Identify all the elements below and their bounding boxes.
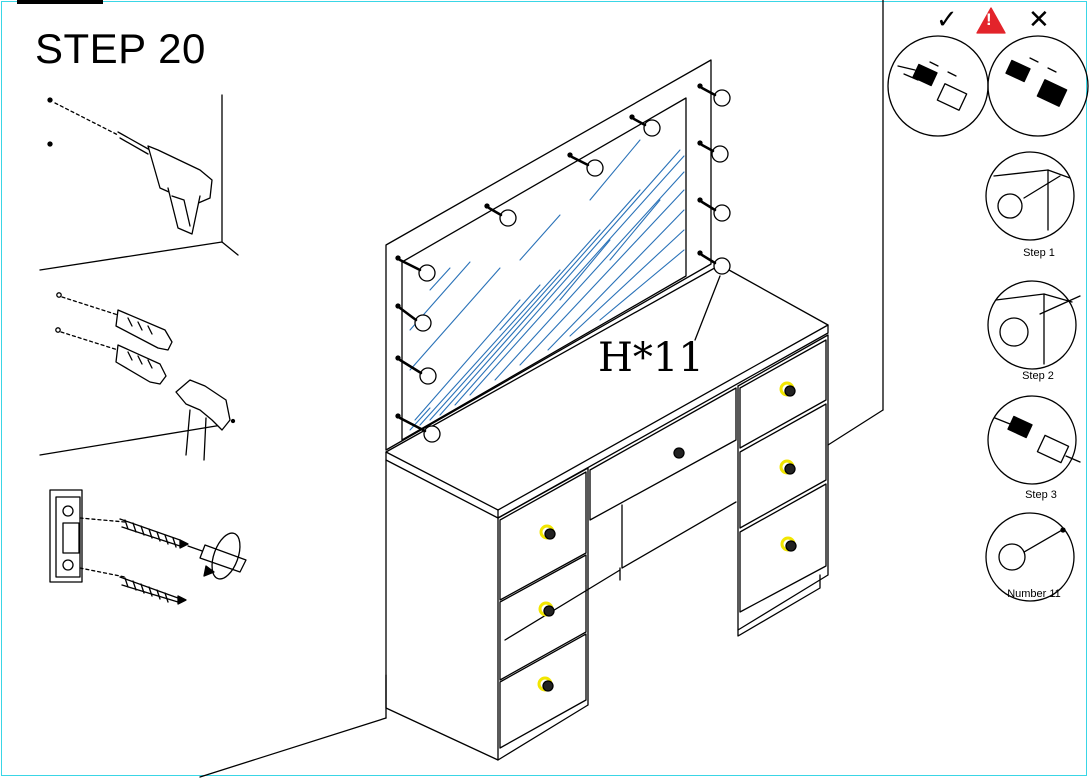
check-icon: ✓ xyxy=(936,4,958,34)
step-title: STEP 20 xyxy=(35,25,206,72)
cross-icon: ✕ xyxy=(1028,4,1050,34)
corner-tab xyxy=(17,0,103,4)
legend-panel xyxy=(887,35,1089,602)
warning-icon-mark: ! xyxy=(986,10,992,29)
callout-label: H*11 xyxy=(598,335,704,381)
inset-caption-step3: Step 3 xyxy=(1025,489,1057,501)
drawer-knobs xyxy=(537,381,797,692)
wall-anchor-icon xyxy=(39,292,223,456)
drill-icon xyxy=(39,94,239,271)
bulb-leads xyxy=(398,86,717,433)
hammer-icon xyxy=(175,379,236,461)
knob xyxy=(779,381,796,397)
inset-caption-step1: Step 1 xyxy=(1023,247,1055,259)
step2-inset xyxy=(987,280,1081,370)
screwdriver-icon xyxy=(49,489,247,605)
knob xyxy=(673,447,685,459)
knob xyxy=(537,676,554,692)
knob xyxy=(779,459,796,475)
mirror-hatching xyxy=(409,139,685,431)
knob xyxy=(539,524,556,540)
plug-connector-icon xyxy=(887,35,1089,137)
bulb-icon xyxy=(414,89,731,443)
knob xyxy=(780,536,797,552)
bulb-sockets xyxy=(395,83,703,419)
inset-caption-step2: Step 2 xyxy=(1022,370,1054,382)
inset-caption-number11: Number 11 xyxy=(1007,588,1061,600)
warning-icon xyxy=(976,7,1006,34)
callout-leader xyxy=(694,275,721,341)
vanity-desk xyxy=(385,264,829,761)
step1-inset xyxy=(985,151,1075,241)
knob xyxy=(538,601,555,617)
number11-inset xyxy=(985,512,1075,602)
step3-inset xyxy=(987,395,1081,485)
